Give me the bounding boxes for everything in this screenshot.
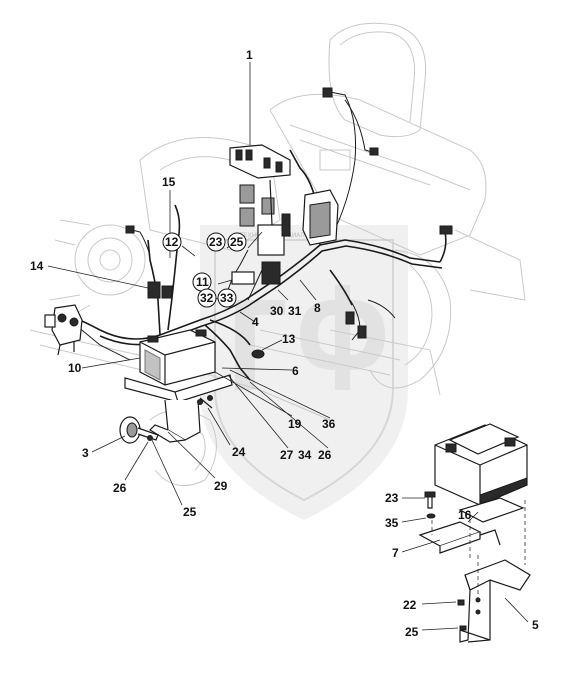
callout-26-right: 26 [318, 448, 332, 462]
callout-36: 36 [322, 417, 336, 431]
detail-view [418, 423, 531, 643]
callout-26-left: 26 [113, 481, 127, 495]
battery-icon [139, 329, 216, 386]
shield-watermark-icon: ТЕХНИКА · СПЕЦИАЛЬНОСТИ [200, 225, 408, 520]
callout-12: 12 [165, 235, 179, 249]
callout-19: 19 [288, 417, 302, 431]
bolt [199, 397, 213, 409]
detail-callout-22: 22 [403, 598, 417, 612]
horn-icon [119, 416, 159, 444]
washer-25-detail [459, 625, 467, 631]
callout-27: 27 [280, 448, 294, 462]
callout-3: 3 [82, 446, 89, 460]
detail-callout-7: 7 [392, 546, 399, 560]
detail-callout-16: 16 [458, 508, 472, 522]
circled-callouts [162, 232, 247, 308]
callout-23: 23 [209, 235, 223, 249]
battery-bracket [124, 374, 233, 443]
callout-10: 10 [68, 361, 82, 375]
relay-cluster [239, 179, 291, 285]
callout-31: 31 [288, 304, 302, 318]
callout-25-bottom: 25 [183, 505, 197, 519]
callout-14: 14 [30, 259, 44, 273]
callout-34: 34 [298, 448, 312, 462]
callout-15: 15 [162, 175, 176, 189]
left-relay [147, 281, 173, 299]
detail-callout-35: 35 [385, 516, 399, 530]
detail-callout-25: 25 [405, 625, 419, 639]
hold-down-clamp [418, 521, 501, 554]
battery-pad [458, 497, 525, 523]
battery-bracket-detail [459, 559, 531, 643]
callout-33: 33 [220, 291, 234, 305]
callout-4: 4 [252, 315, 259, 329]
grommet [251, 349, 265, 359]
callout-24: 24 [232, 445, 246, 459]
callout-11: 11 [196, 275, 209, 289]
controller-box [302, 189, 339, 246]
parts-main-assembly [44, 144, 339, 444]
callout-1: 1 [246, 48, 253, 62]
tractor-body-outline [29, 22, 526, 487]
starter-solenoid [44, 304, 83, 356]
callout-8: 8 [314, 301, 321, 315]
callout-6: 6 [292, 364, 299, 378]
battery-detail [434, 423, 528, 506]
callout-30: 30 [270, 304, 284, 318]
bolt-washer-detail [424, 491, 436, 519]
detail-callout-23: 23 [385, 491, 399, 505]
callout-32: 32 [200, 291, 214, 305]
callout-29: 29 [214, 479, 228, 493]
callout-labels: 1 15 12 23 25 14 11 32 33 30 31 8 4 13 1… [30, 48, 539, 639]
bolt-22-detail [457, 599, 465, 606]
detail-callout-5: 5 [532, 618, 539, 632]
callout-13: 13 [282, 332, 296, 346]
connector-block [231, 271, 255, 285]
leader-lines [47, 62, 529, 631]
fuse-block [229, 144, 291, 179]
callout-25: 25 [230, 235, 244, 249]
